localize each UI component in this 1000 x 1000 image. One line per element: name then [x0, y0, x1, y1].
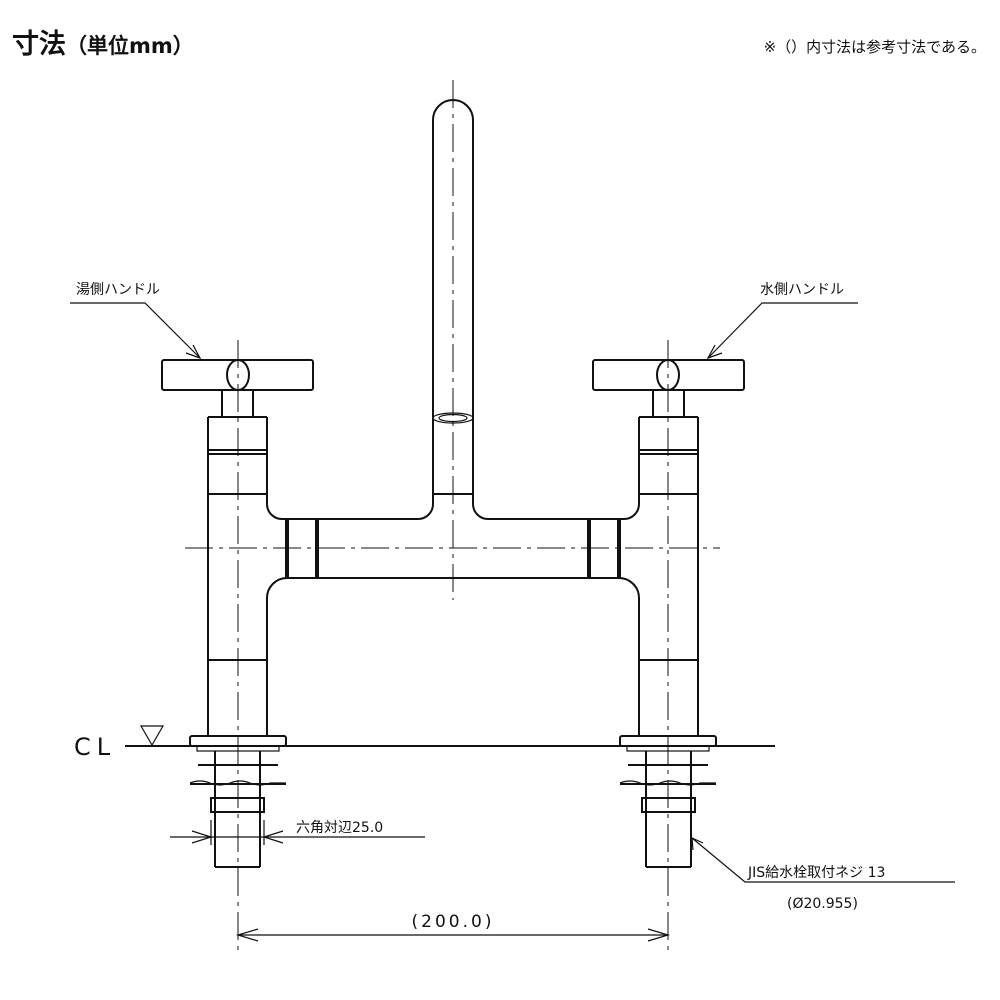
thread-callout: JIS給水栓取付ネジ 13 (Ø20.955) — [691, 837, 955, 912]
center-distance-dimension: (200.0) — [235, 912, 671, 942]
thread-diameter-label: (Ø20.955) — [787, 896, 858, 912]
hot-handle-callout: 湯側ハンドル — [70, 281, 202, 360]
page-title: 寸法（単位mm） — [12, 29, 194, 60]
spout — [432, 99, 474, 495]
reference-note: ※（）内寸法は参考寸法である。 — [763, 38, 986, 56]
cold-handle-callout: 水側ハンドル — [706, 282, 858, 360]
hex-size-label: 六角対辺25.0 — [296, 820, 383, 836]
cold-mounting — [619, 735, 717, 868]
hot-valve — [161, 359, 314, 735]
hex-dimension: 六角対辺25.0 — [170, 820, 425, 845]
center-lines — [185, 80, 720, 950]
hot-handle-label: 湯側ハンドル — [76, 281, 160, 298]
faucet-body — [266, 494, 640, 735]
cold-handle-label: 水側ハンドル — [760, 282, 844, 298]
cold-valve — [592, 359, 745, 735]
counter-line-label: CL — [74, 733, 116, 761]
center-distance-label: (200.0) — [412, 912, 495, 932]
hot-mounting — [189, 735, 287, 868]
level-triangle-icon — [139, 725, 165, 747]
thread-spec-label: JIS給水栓取付ネジ 13 — [747, 865, 885, 881]
